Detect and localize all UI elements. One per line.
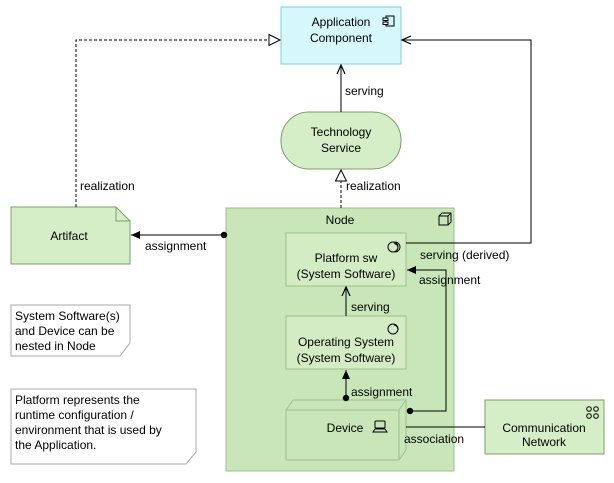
- association-label: association: [404, 432, 464, 446]
- node-label: Node: [326, 213, 355, 227]
- relation-serving-derived[interactable]: serving (derived): [402, 40, 532, 262]
- network-icon: [586, 406, 599, 419]
- assignment-label: assignment: [145, 239, 207, 253]
- note-platform-line1: Platform represents the: [15, 393, 140, 407]
- note-platform-line4: the Application.: [15, 438, 96, 452]
- device-label: Device: [327, 421, 364, 435]
- technology-service-label-line1: Technology: [311, 125, 372, 139]
- relation-assignment-platform[interactable]: assignment: [406, 266, 481, 415]
- operating-system[interactable]: Operating System (System Software): [285, 315, 407, 370]
- application-component[interactable]: Application Component: [280, 6, 402, 65]
- device-icon: [372, 420, 388, 433]
- operating-system-label-line1: Operating System: [298, 335, 394, 349]
- application-component-label-line1: Application: [312, 15, 371, 29]
- realization-label: realization: [80, 179, 135, 193]
- technology-service[interactable]: Technology Service: [280, 111, 402, 170]
- communication-network-label-line2: Network: [522, 435, 567, 449]
- platform-sw-label-line1: Platform sw: [315, 251, 378, 265]
- serving-label: serving: [351, 300, 390, 314]
- relation-serving-top[interactable]: serving: [341, 65, 384, 112]
- application-component-label-line2: Component: [310, 31, 373, 45]
- relation-assignment-device[interactable]: assignment: [342, 370, 413, 402]
- note-nested-line3: nested in Node: [15, 339, 96, 353]
- artifact-label: Artifact: [50, 229, 88, 243]
- serving-derived-label: serving (derived): [420, 248, 509, 262]
- communication-network-label-line1: Communication: [502, 421, 585, 435]
- note-platform-line3: environment that is used by: [15, 423, 162, 437]
- node-icon: [438, 212, 452, 226]
- relation-realization-right[interactable]: realization: [334, 168, 401, 208]
- note-platform-line2: runtime configuration /: [15, 408, 134, 422]
- relation-serving-os[interactable]: serving: [346, 287, 390, 316]
- system-software-icon: [387, 323, 399, 335]
- operating-system-label-line2: (System Software): [297, 351, 396, 365]
- realization-label: realization: [346, 179, 401, 193]
- technology-service-label-line2: Service: [321, 141, 361, 155]
- system-software-icon: [387, 241, 401, 253]
- relation-association[interactable]: association: [404, 426, 485, 446]
- platform-sw-label-line2: (System Software): [297, 267, 396, 281]
- platform-sw[interactable]: Platform sw (System Software): [285, 232, 407, 287]
- assignment-label: assignment: [351, 385, 413, 399]
- relation-realization-left[interactable]: realization: [75, 33, 282, 207]
- communication-network[interactable]: Communication Network: [484, 399, 605, 455]
- note-nested-line2: and Device can be: [15, 324, 115, 338]
- relation-assignment-artifact[interactable]: assignment: [131, 231, 228, 253]
- device[interactable]: Device: [285, 399, 407, 461]
- note-nested: System Software(s) and Device can be nes…: [10, 304, 131, 357]
- component-icon: [382, 15, 395, 27]
- note-platform: Platform represents the runtime configur…: [10, 388, 197, 465]
- serving-label: serving: [345, 84, 384, 98]
- note-nested-line1: System Software(s): [15, 309, 120, 323]
- artifact[interactable]: Artifact: [10, 206, 131, 265]
- assignment-label: assignment: [419, 273, 481, 287]
